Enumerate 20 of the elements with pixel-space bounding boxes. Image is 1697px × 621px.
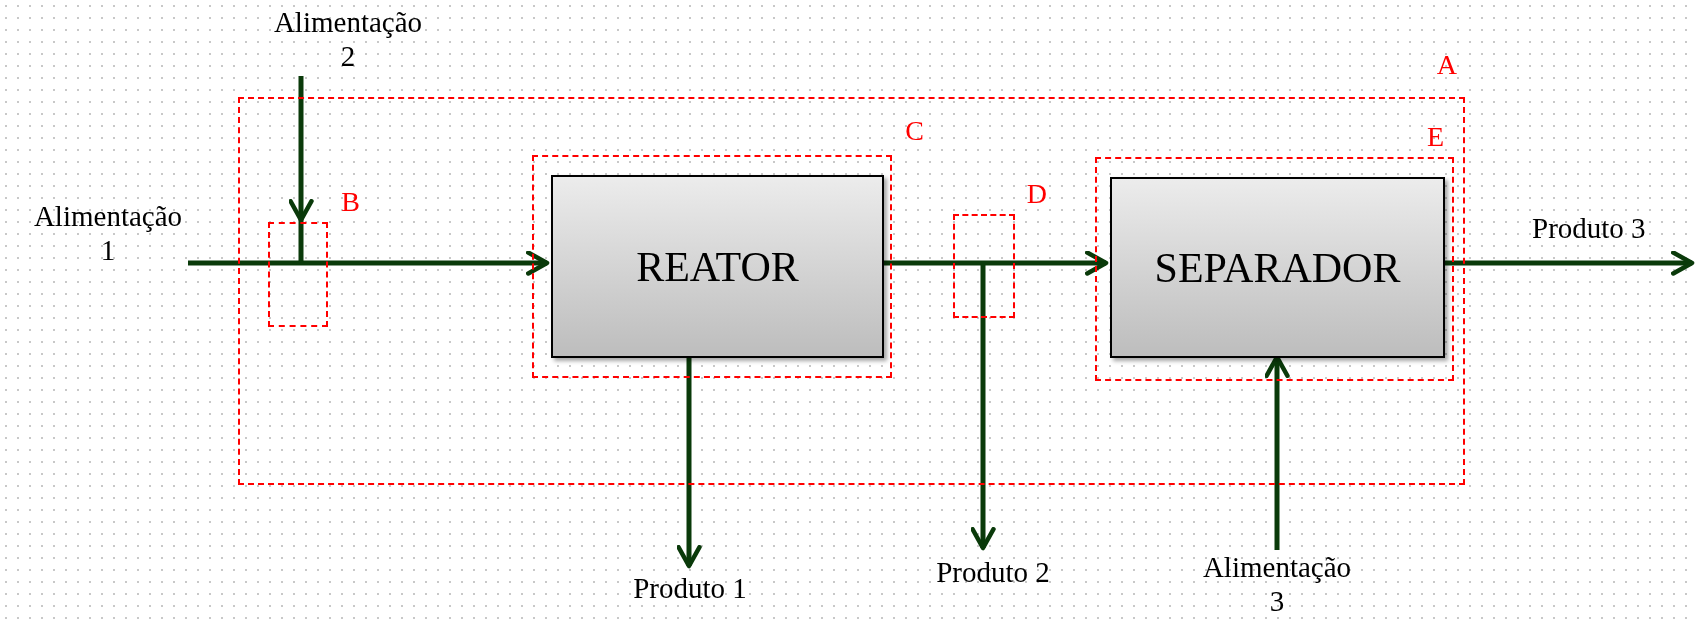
stream-label: Alimentação 1: [28, 196, 188, 270]
boundary-letter: D: [1026, 180, 1047, 208]
edge-label: Produto 3: [1532, 214, 1646, 243]
flow-line: [188, 260, 266, 266]
boundary-letter: E: [1426, 123, 1444, 151]
boundary-letter: A: [1436, 51, 1457, 79]
process-box: [551, 175, 884, 358]
unit-label: SEPARADOR: [1154, 246, 1401, 289]
flow-arrow: [288, 76, 314, 223]
stream-label: Alimentação 2: [268, 2, 428, 76]
stream-label: Alimentação 3: [1197, 548, 1357, 620]
stream-label: Produto 1: [610, 568, 770, 608]
flow-arrow: [326, 250, 550, 276]
flow-arrow: [970, 316, 996, 551]
boundary-letter: C: [905, 117, 924, 145]
stream-label: Produto 2: [912, 552, 1074, 592]
unit-label: REATOR: [636, 245, 799, 288]
flow-arrow: [1013, 250, 1109, 276]
boundary-letter: B: [341, 188, 360, 216]
process-box: [1110, 177, 1445, 358]
